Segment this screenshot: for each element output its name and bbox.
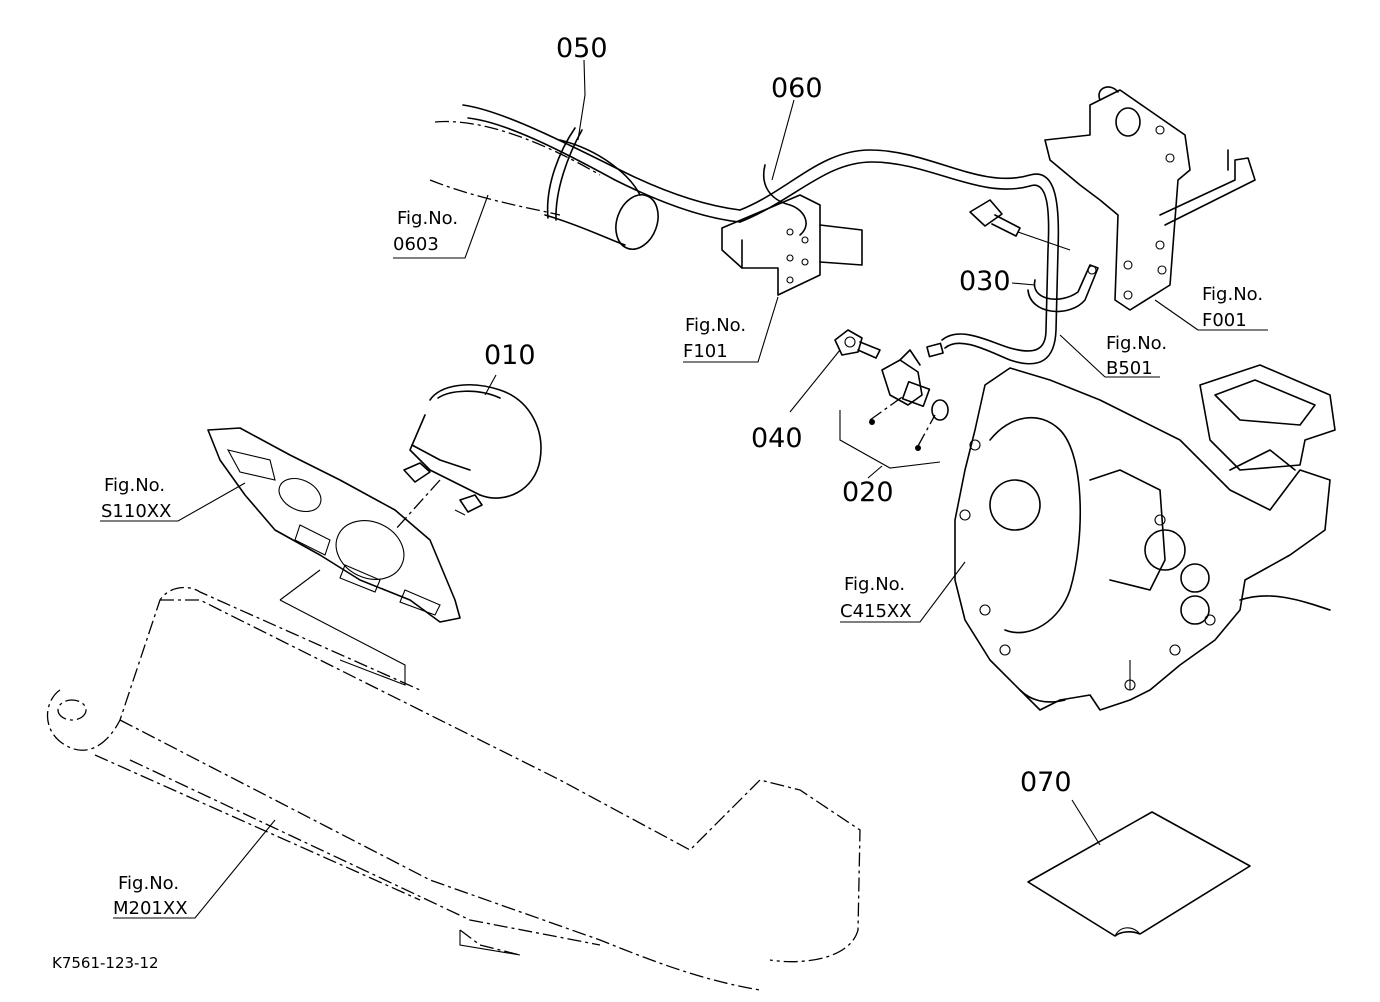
part-number-050: 050 xyxy=(556,33,608,64)
fig-label-0603: Fig.No. xyxy=(397,208,458,229)
part-number-040: 040 xyxy=(751,423,803,454)
fig-ref-b501: B501 xyxy=(1106,358,1153,379)
fig-ref-m201xx: M201XX xyxy=(113,898,188,919)
fig-label-f101: Fig.No. xyxy=(685,315,746,336)
fig-ref-f101: F101 xyxy=(683,341,728,362)
meter-010 xyxy=(394,384,542,531)
bracket-f101 xyxy=(721,164,863,296)
fig-label-f001: Fig.No. xyxy=(1202,284,1263,305)
fig-ref-f001: F001 xyxy=(1202,310,1247,331)
label-sheet-070 xyxy=(1027,811,1251,937)
fig-label-c415xx: Fig.No. xyxy=(844,574,905,595)
figure-references: Fig.No. 0603 Fig.No. F101 Fig.No. F001 F… xyxy=(101,208,1263,919)
part-number-020: 020 xyxy=(842,477,894,508)
fig-label-b501: Fig.No. xyxy=(1106,333,1167,354)
fig-ref-0603: 0603 xyxy=(393,234,439,255)
part-number-010: 010 xyxy=(484,340,536,371)
leader-lines xyxy=(100,59,1268,919)
fig-ref-c415xx: C415XX xyxy=(840,601,912,622)
fig-label-s110xx: Fig.No. xyxy=(104,475,165,496)
fig-label-m201xx: Fig.No. xyxy=(118,873,179,894)
frame-plate-f001 xyxy=(969,86,1256,313)
panel-plate-s110xx xyxy=(207,427,461,686)
wire-harness xyxy=(739,149,1060,365)
part-number-070: 070 xyxy=(1020,767,1072,798)
part-number-060: 060 xyxy=(771,73,823,104)
part-number-labels: 050 060 030 010 040 020 070 xyxy=(484,33,1072,798)
lower-body-m201xx xyxy=(47,586,861,991)
diagram-code: K7561-123-12 xyxy=(52,954,159,972)
part-number-030: 030 xyxy=(959,266,1011,297)
transmission-housing xyxy=(954,364,1336,711)
fig-ref-s110xx: S110XX xyxy=(101,501,171,522)
pipe-assembly xyxy=(429,94,741,250)
sensor-assembly xyxy=(834,329,949,469)
